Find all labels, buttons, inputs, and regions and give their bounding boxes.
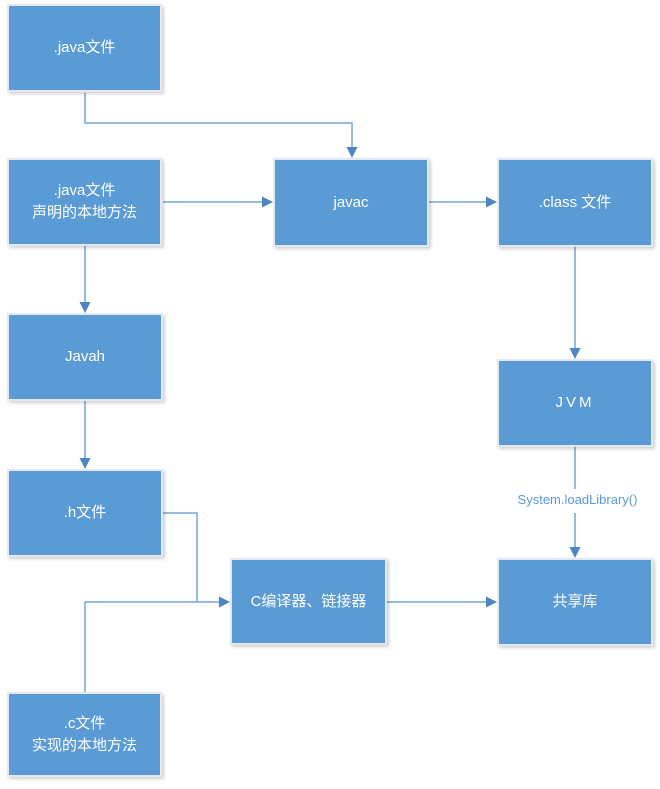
edge-c-file-to-c-compiler (84, 601, 220, 692)
arrowhead-into-shared-lib-left (486, 596, 497, 608)
node-javah: Javah (7, 313, 163, 401)
node-label: C编译器、链接器 (250, 592, 367, 610)
edge-label-system-loadlibrary: System.loadLibrary() (505, 492, 650, 508)
node-c-compiler-linker: C编译器、链接器 (230, 558, 387, 645)
node-label: .java文件 (53, 39, 116, 56)
node-label-line1: .java文件 (53, 182, 116, 199)
arrowhead-into-h-file-top (79, 458, 91, 469)
node-label: .class 文件 (538, 193, 612, 211)
arrowhead-into-javac-left (262, 196, 273, 208)
arrowhead-into-jvm-top (569, 348, 581, 359)
edge-h-file-to-c-compiler (163, 512, 198, 602)
node-label: Javah (64, 348, 106, 365)
node-class-file: .class 文件 (497, 158, 653, 247)
arrowhead-into-shared-lib-top (569, 547, 581, 558)
arrowhead-into-javah-top (79, 302, 91, 313)
node-label-line1: .c文件 (63, 714, 106, 732)
node-label-line2: 实现的本地方法 (31, 736, 137, 754)
node-label: javac (333, 193, 369, 211)
node-shared-library: 共享库 (497, 558, 653, 646)
node-c-file: .c文件 实现的本地方法 (7, 692, 162, 777)
node-h-file: .h文件 (7, 469, 163, 557)
arrowhead-into-c-compiler-left (219, 596, 230, 608)
node-label: 共享库 (552, 593, 598, 610)
node-java-native-decl: .java文件 声明的本地方法 (7, 158, 162, 246)
node-label-line2: 声明的本地方法 (31, 204, 137, 221)
node-java-file: .java文件 (7, 4, 162, 92)
node-jvm: JVM (497, 359, 653, 447)
arrowhead-into-javac-top (346, 147, 358, 158)
edge-java-file-to-javac (84, 93, 353, 148)
node-label: JVM (555, 394, 595, 411)
node-label: .h文件 (63, 504, 107, 521)
arrowhead-into-class-left (486, 196, 497, 208)
node-javac: javac (273, 158, 429, 247)
